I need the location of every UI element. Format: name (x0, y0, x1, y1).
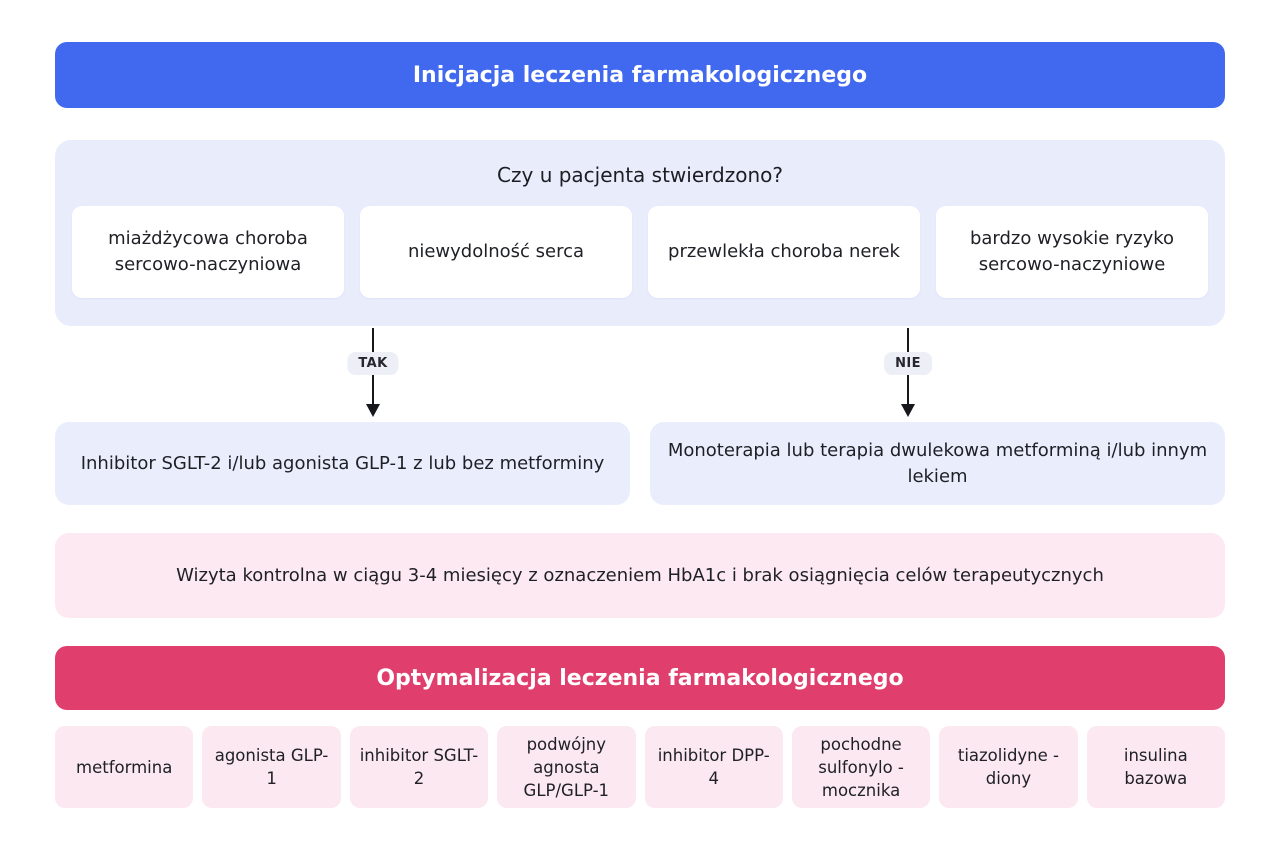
no-result-box: Monoterapia lub terapia dwulekowa metfor… (650, 422, 1225, 505)
yes-arrow-head-icon (366, 404, 380, 417)
branch-results: Inhibitor SGLT-2 i/lub agonista GLP-1 z … (55, 422, 1225, 505)
initiation-banner: Inicjacja leczenia farmakologicznego (55, 42, 1225, 108)
followup-note-text: Wizyta kontrolna w ciągu 3-4 miesięcy z … (176, 565, 1104, 586)
drug-label: inhibitor DPP-4 (657, 746, 770, 788)
yes-result-text: Inhibitor SGLT-2 i/lub agonista GLP-1 z … (80, 452, 605, 474)
drug-label: inhibitor SGLT-2 (359, 746, 479, 788)
drug-card-sglt2-inhibitor: inhibitor SGLT-2 (349, 726, 489, 808)
condition-label: bardzo wysokie ryzyko sercowo-naczyniowe (969, 228, 1175, 275)
initiation-banner-title: Inicjacja leczenia farmakologicznego (412, 62, 868, 88)
optimization-banner: Optymalizacja leczenia farmakologicznego (55, 646, 1225, 710)
drug-label: tiazolidyne -diony (957, 746, 1059, 788)
drug-label: insulina bazowa (1123, 746, 1188, 788)
drug-card-dual-glp-agonist: podwójny agnosta GLP/GLP-1 (497, 726, 636, 808)
condition-card-grid: miażdżycowa choroba sercowo-naczyniowa n… (72, 206, 1208, 298)
condition-card-atherosclerotic-cvd: miażdżycowa choroba sercowo-naczyniowa (72, 206, 344, 298)
drug-card-sulfonylureas: pochodne sulfonylo -mocznika (791, 726, 931, 808)
yes-result-box: Inhibitor SGLT-2 i/lub agonista GLP-1 z … (55, 422, 630, 505)
drug-label: agonista GLP-1 (214, 746, 329, 788)
drug-card-basal-insulin: insulina bazowa (1086, 726, 1225, 808)
condition-card-heart-failure: niewydolność serca (360, 206, 632, 298)
no-result-text: Monoterapia lub terapia dwulekowa metfor… (667, 439, 1208, 487)
branch-arrows: TAK NIE (55, 326, 1225, 422)
condition-label: niewydolność serca (407, 241, 585, 262)
yes-badge: TAK (347, 352, 399, 375)
question-title: Czy u pacjenta stwierdzono? (497, 163, 783, 187)
followup-note: Wizyta kontrolna w ciągu 3-4 miesięcy z … (55, 533, 1225, 618)
no-badge: NIE (884, 352, 932, 375)
drug-label: podwójny agnosta GLP/GLP-1 (523, 734, 610, 800)
condition-card-chronic-kidney-disease: przewlekła choroba nerek (648, 206, 920, 298)
drug-card-glp1-agonist: agonista GLP-1 (202, 726, 341, 808)
treatment-flowchart: Inicjacja leczenia farmakologicznego Czy… (55, 42, 1225, 808)
drug-card-dpp4-inhibitor: inhibitor DPP-4 (644, 726, 783, 808)
drug-card-grid: metformina agonista GLP-1 inhibitor SGLT… (55, 726, 1225, 808)
drug-card-metformin: metformina (55, 726, 194, 808)
drug-label: metformina (76, 757, 173, 777)
condition-label: miażdżycowa choroba sercowo-naczyniowa (108, 228, 308, 275)
drug-card-thiazolidinediones: tiazolidyne -diony (939, 726, 1078, 808)
optimization-banner-title: Optymalizacja leczenia farmakologicznego (376, 665, 904, 691)
condition-label: przewlekła choroba nerek (668, 241, 900, 262)
no-arrow-head-icon (901, 404, 915, 417)
condition-card-very-high-cv-risk: bardzo wysokie ryzyko sercowo-naczyniowe (936, 206, 1208, 298)
patient-condition-section: Czy u pacjenta stwierdzono? miażdżycowa … (55, 140, 1225, 326)
drug-label: pochodne sulfonylo -mocznika (818, 734, 904, 800)
